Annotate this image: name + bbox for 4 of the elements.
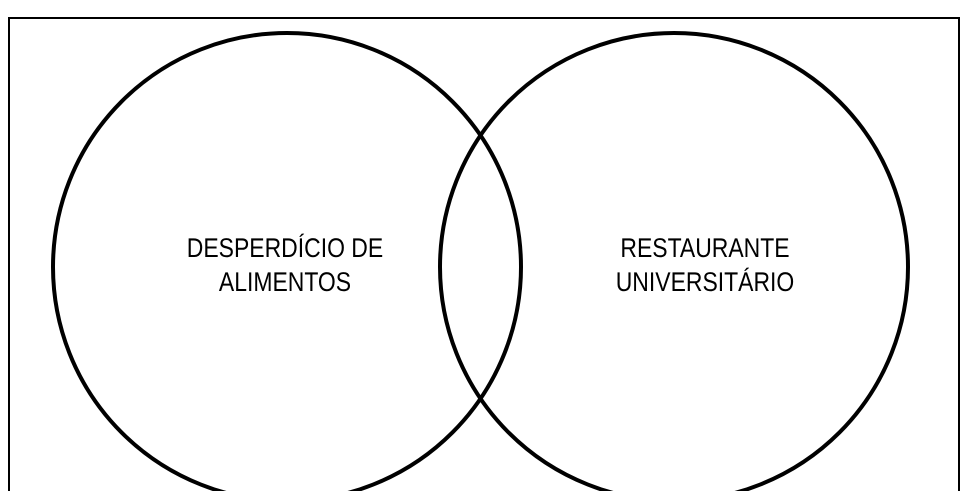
venn-circle — [438, 31, 910, 491]
venn-circle — [51, 31, 523, 491]
circle-label: RESTAURANTE UNIVERSITÁRIO — [614, 232, 796, 299]
circle-label: DESPERDÍCIO DE ALIMENTOS — [186, 232, 384, 299]
